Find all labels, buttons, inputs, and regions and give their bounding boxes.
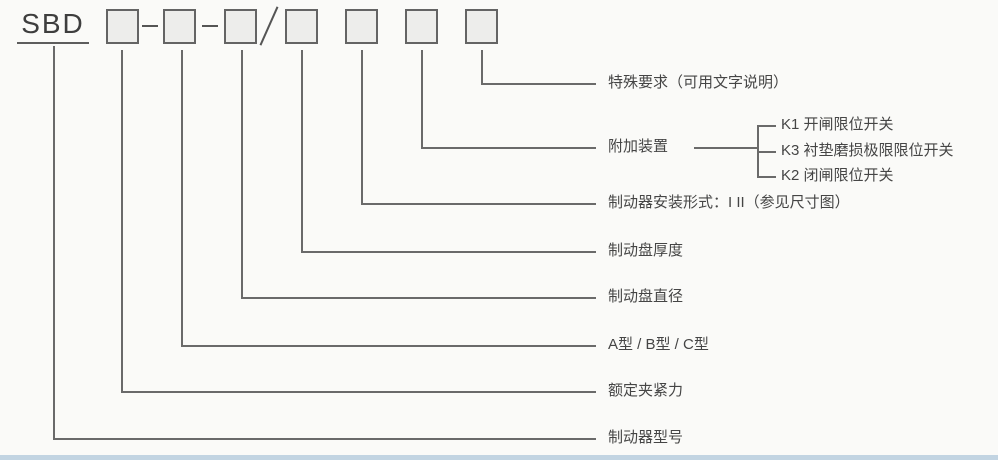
connector-horizontal-special: [481, 83, 596, 85]
connector-vertical-type: [181, 50, 183, 345]
label-attachment-device: 附加装置: [608, 138, 669, 155]
code-box-4: [285, 9, 318, 44]
connector-horizontal-type: [181, 345, 596, 347]
connector-vertical-disc-thickness: [301, 50, 303, 251]
label-disc-thickness: 制动盘厚度: [608, 242, 684, 259]
connector-vertical-special: [481, 50, 483, 83]
connector-vertical-disc-diameter: [241, 50, 243, 297]
connector-vertical-clamping-force: [121, 50, 123, 391]
label-rated-clamping-force: 额定夹紧力: [608, 382, 684, 399]
dash-separator-2: [202, 25, 218, 27]
label-mounting-form: 制动器安装形式：I II（参见尺寸图）: [608, 194, 850, 211]
code-box-1: [106, 9, 139, 44]
option-k1-open-limit-switch: K1 开闸限位开关: [781, 116, 894, 133]
attachment-bracket-lead-line: [694, 147, 757, 149]
connector-vertical-mounting: [361, 50, 363, 203]
connector-horizontal-attachment: [421, 147, 596, 149]
attachment-bracket-stub-k2: [757, 176, 776, 178]
page-edge-strip: [0, 455, 998, 460]
option-k2-close-limit-switch: K2 闭闸限位开关: [781, 167, 894, 184]
connector-horizontal-clamping-force: [121, 391, 596, 393]
connector-horizontal-disc-thickness: [301, 251, 596, 253]
code-box-5: [345, 9, 378, 44]
slash-separator: [259, 6, 279, 46]
connector-horizontal-mounting: [361, 203, 596, 205]
label-type-abc: A型 / B型 / C型: [608, 336, 709, 353]
label-special-requirements: 特殊要求（可用文字说明）: [608, 74, 789, 91]
connector-vertical-model: [53, 46, 55, 438]
dash-separator-1: [142, 25, 158, 27]
option-k3-lining-wear-limit-switch: K3 衬垫磨损极限限位开关: [781, 142, 954, 159]
connector-horizontal-model: [53, 438, 596, 440]
code-box-7: [465, 9, 498, 44]
label-disc-diameter: 制动盘直径: [608, 288, 684, 305]
label-brake-model: 制动器型号: [608, 429, 684, 446]
connector-vertical-attachment: [421, 50, 423, 147]
model-prefix: SBD: [21, 8, 85, 39]
code-box-2: [163, 9, 196, 44]
connector-horizontal-disc-diameter: [241, 297, 596, 299]
code-box-3: [224, 9, 257, 44]
attachment-bracket-stub-k1: [757, 125, 776, 127]
code-box-6: [405, 9, 438, 44]
attachment-bracket-stub-k3: [757, 151, 776, 153]
prefix-underline: [17, 42, 89, 44]
